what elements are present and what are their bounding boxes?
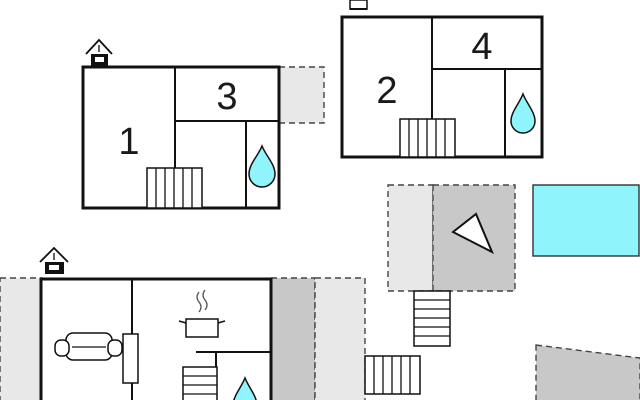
house-entrance-icon xyxy=(85,38,113,66)
building-3 xyxy=(39,277,273,400)
stairs-icon xyxy=(399,118,456,158)
terrace-right-of-building-1 xyxy=(278,66,325,124)
bathroom-drop-icon xyxy=(510,91,536,134)
stairs-icon xyxy=(364,355,421,395)
terrace-dark-bottom-right xyxy=(535,344,640,400)
table-icon xyxy=(122,333,139,384)
stairs-icon xyxy=(182,366,218,400)
room-2-label: 2 xyxy=(376,70,397,112)
building-2: 2 4 xyxy=(340,15,544,159)
room-3-label: 3 xyxy=(216,76,237,118)
pool-icon xyxy=(532,184,640,257)
building-1: 1 3 xyxy=(81,65,281,210)
house-entrance-icon xyxy=(349,0,368,10)
terrace-dark-bottom xyxy=(270,277,316,400)
cooking-pot-icon xyxy=(178,289,226,338)
terrace-left-bottom xyxy=(0,277,43,400)
room-1-label: 1 xyxy=(118,121,139,163)
stairs-icon xyxy=(413,290,451,347)
bathroom-drop-icon xyxy=(233,375,257,400)
room-4-label: 4 xyxy=(471,26,492,68)
sofa-icon xyxy=(54,332,123,361)
house-entrance-icon xyxy=(39,246,69,274)
stairs-icon xyxy=(146,167,203,209)
bathroom-drop-icon xyxy=(248,143,276,188)
terrace-light-middle xyxy=(387,184,434,292)
terrace-light-bottom xyxy=(314,277,366,400)
compass-north-icon xyxy=(451,212,494,255)
